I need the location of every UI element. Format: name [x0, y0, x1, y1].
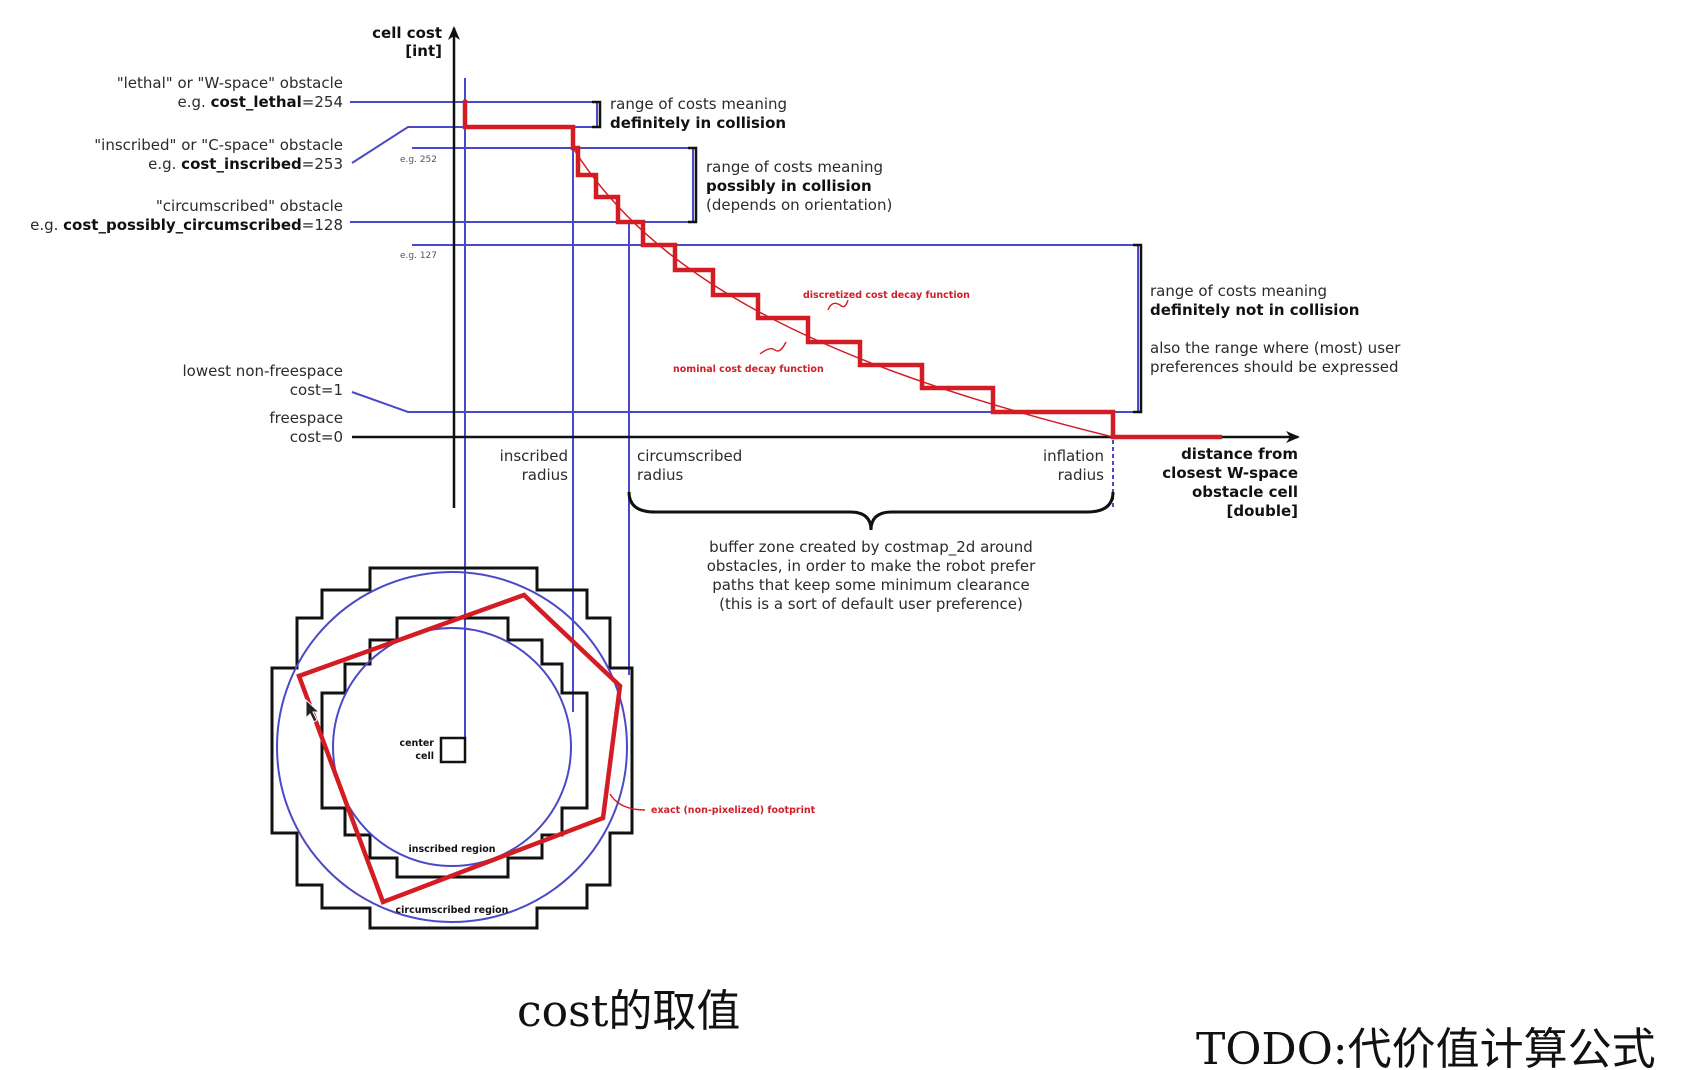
collision-bracket: [592, 100, 602, 129]
x-axis-label-line2: closest W-space: [1162, 464, 1298, 482]
y-axis-label-line1: cell cost: [372, 24, 442, 42]
x-axis-label-line1: distance from: [1181, 445, 1298, 463]
collision-range-line2: definitely in collision: [610, 114, 786, 132]
lowest-label-line1: lowest non-freespace: [183, 362, 344, 380]
buffer-zone-line3: paths that keep some minimum clearance: [712, 576, 1030, 594]
discretized-function-label: discretized cost decay function: [803, 290, 970, 301]
circumscribed-label-line1: "circumscribed" obstacle: [156, 197, 343, 215]
guide-lines: [350, 78, 1139, 752]
eg-252-label: e.g. 252: [400, 155, 437, 165]
freespace-label-line2: cost=0: [290, 428, 343, 446]
footprint-connector: [609, 793, 646, 811]
notcol-range-line3: also the range where (most) user: [1150, 339, 1401, 357]
buffer-zone-line2: obstacles, in order to make the robot pr…: [707, 557, 1036, 575]
x-axis-label-line4: [double]: [1227, 502, 1298, 520]
collision-range-line1: range of costs meaning: [610, 95, 787, 113]
buffer-zone-line1: buffer zone created by costmap_2d around: [709, 538, 1033, 557]
inscribed-radius-label-line2: radius: [522, 466, 569, 484]
inflation-radius-label-line2: radius: [1058, 466, 1105, 484]
buffer-zone-brace: [627, 491, 1115, 531]
center-cell-square: [439, 736, 467, 764]
circumscribed-pixel-region: [270, 566, 634, 930]
inscribed-pixel-region: [320, 616, 589, 879]
exact-footprint-polygon: [296, 592, 623, 905]
circumscribed-radius-label-line2: radius: [637, 466, 684, 484]
exact-footprint-label: exact (non-pixelized) footprint: [651, 805, 816, 816]
possibly-range-line2: possibly in collision: [706, 177, 872, 195]
freespace-label-line1: freespace: [269, 409, 343, 427]
notcol-range-line2: definitely not in collision: [1150, 301, 1359, 319]
possibly-range-line1: range of costs meaning: [706, 158, 883, 176]
nominal-function-label: nominal cost decay function: [673, 364, 824, 375]
lowest-label-line2: cost=1: [290, 381, 343, 399]
inscribed-radius-label-line1: inscribed: [500, 447, 568, 465]
nominal-connector: [759, 341, 787, 355]
lethal-label-line1: "lethal" or "W-space" obstacle: [117, 74, 343, 92]
todo-caption: TODO:代价值计算公式: [1196, 1024, 1656, 1070]
center-cell-label-line2: cell: [415, 751, 434, 762]
circumscribed-radius-label-line1: circumscribed: [637, 447, 742, 465]
center-cell-label-line1: center: [399, 738, 434, 749]
eg-127-label: e.g. 127: [400, 251, 437, 261]
circumscribed-region-label: circumscribed region: [396, 905, 509, 916]
inscribed-label-line1: "inscribed" or "C-space" obstacle: [94, 136, 343, 154]
buffer-zone-line4: (this is a sort of default user preferen…: [719, 595, 1023, 613]
footprint-drawing: [270, 566, 646, 930]
lethal-label-line2: e.g. cost_lethal=254: [178, 93, 344, 111]
lowest-level-line: [351, 391, 1138, 413]
y-axis-label-line2: [int]: [405, 42, 442, 60]
main-caption: cost的取值: [517, 986, 740, 1037]
inscribed-label-line2: e.g. cost_inscribed=253: [148, 155, 343, 173]
notcol-range-line4: preferences should be expressed: [1150, 358, 1399, 376]
discretized-decay-steps: [462, 99, 1222, 440]
circumscribed-label-line2: e.g. cost_possibly_circumscribed=128: [30, 216, 343, 234]
possibly-bracket: [688, 146, 698, 224]
circumscribed-circle: [276, 571, 628, 923]
x-axis-label-line3: obstacle cell: [1192, 483, 1298, 501]
inscribed-level-line: [351, 126, 597, 164]
discretized-connector: [827, 299, 849, 311]
cost-curves: [462, 99, 1222, 440]
inscribed-region-label: inscribed region: [408, 844, 495, 855]
inflation-radius-label-line1: inflation: [1043, 447, 1104, 465]
inscribed-circle: [332, 627, 572, 867]
notcol-range-line1: range of costs meaning: [1150, 282, 1327, 300]
possibly-range-line3: (depends on orientation): [706, 196, 892, 214]
range-brackets: [592, 100, 1143, 414]
notcol-bracket: [1133, 243, 1143, 414]
mouse-cursor-icon: [305, 698, 321, 723]
